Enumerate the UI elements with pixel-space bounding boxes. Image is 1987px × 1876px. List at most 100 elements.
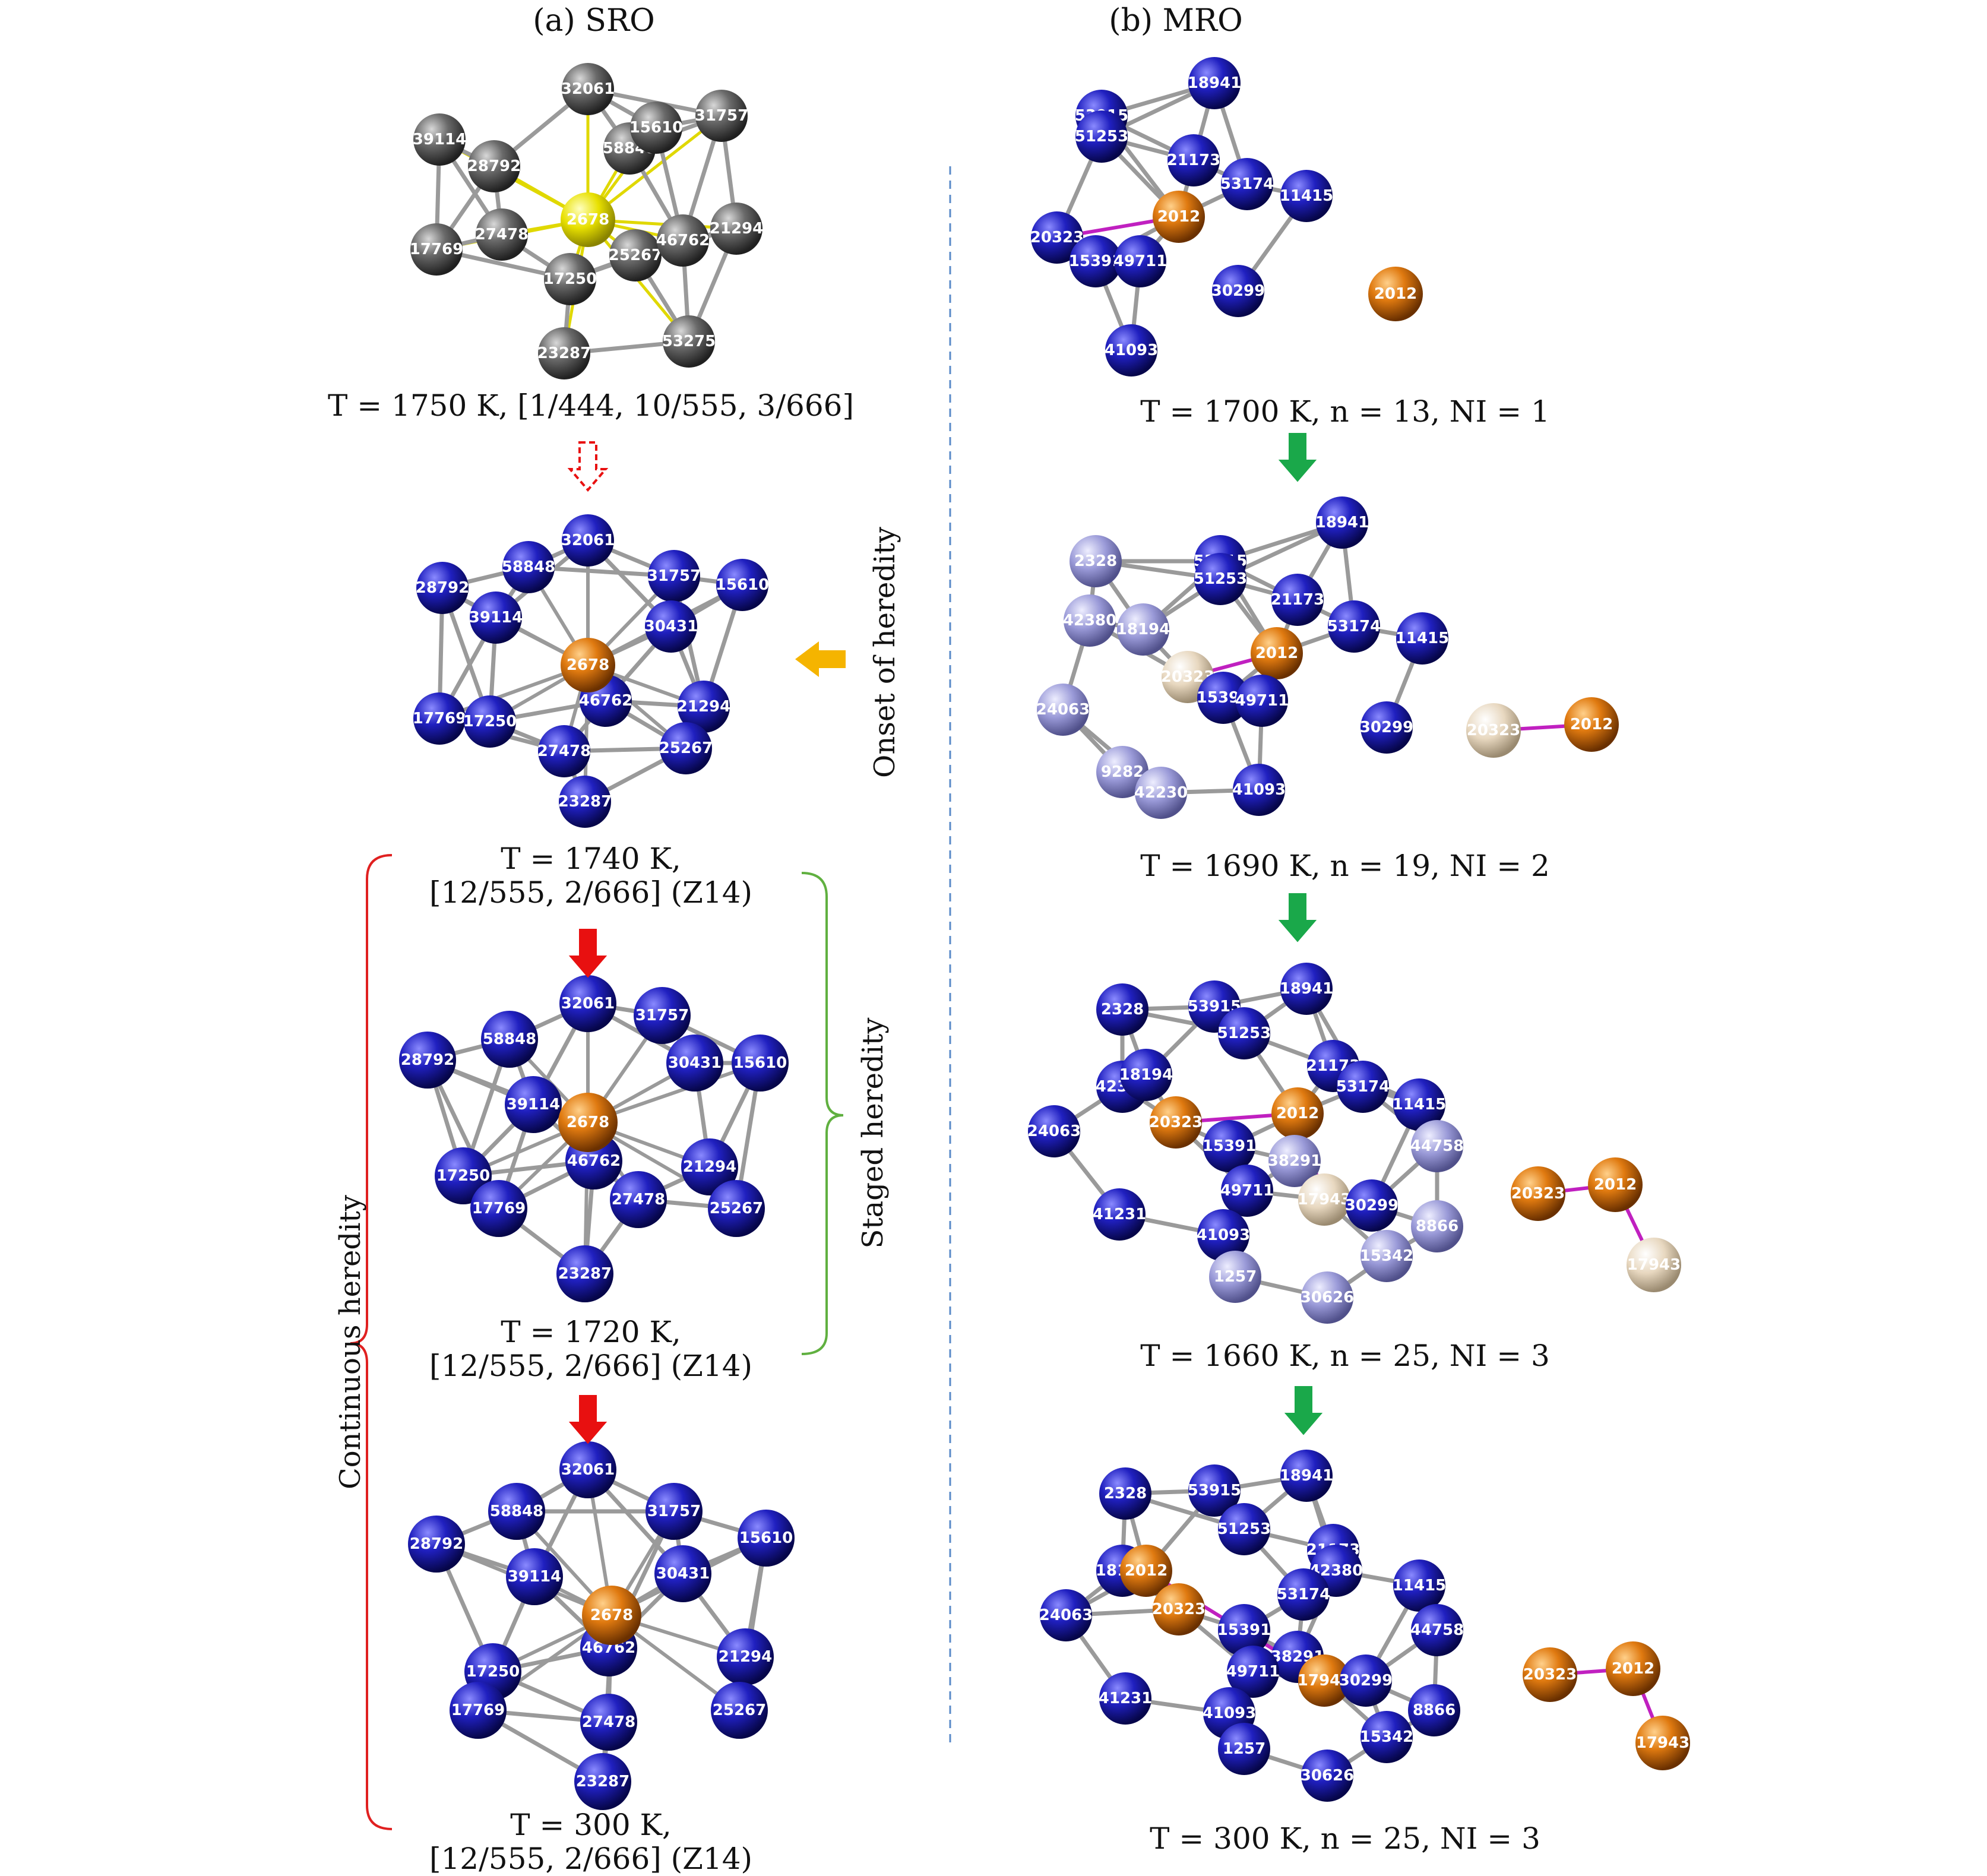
- orange-arrow-left: [795, 641, 846, 677]
- sro-atom-3-0: 32061: [559, 1441, 616, 1498]
- sro-atom-0-1: 39114: [413, 113, 466, 166]
- mro-atom-3-7: 2012: [1120, 1545, 1172, 1597]
- mro-atom-1-16: 42230: [1134, 767, 1188, 819]
- sro-atom-0-5: 31757: [695, 90, 748, 142]
- mro-atom-1-17: 41093: [1232, 764, 1286, 816]
- atom-label: 21294: [710, 220, 763, 238]
- continuous-heredity-label: Continuous heredity: [334, 1195, 367, 1489]
- atom-sphere: [1236, 675, 1288, 727]
- atom-label: 30299: [1211, 282, 1265, 300]
- sro-atom-1-1: 58848: [502, 541, 555, 593]
- mro-atom-0-0: 18941: [1188, 57, 1241, 109]
- atom-label: 2328: [1101, 1001, 1144, 1018]
- sro-atom-3-3: 28792: [408, 1516, 465, 1573]
- atom-label: 49711: [1220, 1182, 1274, 1200]
- atom-label: 32061: [561, 995, 615, 1013]
- atom-label: 2012: [1570, 716, 1613, 733]
- atom-label: 39114: [507, 1096, 560, 1113]
- atom-sphere: [1360, 1711, 1413, 1763]
- atom-sphere: [732, 1035, 789, 1092]
- mro-atom-0-2: 51253: [1075, 110, 1128, 163]
- sro-atom-1-10: 21294: [677, 681, 730, 733]
- sro-atom-1-2: 31757: [647, 550, 701, 602]
- atom-label: 27478: [537, 742, 591, 760]
- sro-atom-2-3: 28792: [399, 1032, 456, 1089]
- atom-label: 17943: [1298, 1191, 1351, 1209]
- mro-atom-2-7: 53174: [1336, 1061, 1390, 1113]
- mro-side-atom-1-1: 2012: [1564, 697, 1619, 752]
- mro-atom-1-9: 11415: [1396, 612, 1449, 665]
- atom-sphere: [1411, 1120, 1463, 1172]
- green-arrow-3: [1284, 1386, 1323, 1435]
- sro-atom-3-13: 23287: [574, 1753, 631, 1810]
- atom-label: 41093: [1203, 1704, 1256, 1722]
- atom-label: 2678: [590, 1606, 633, 1624]
- sro-atom-2-12: 25267: [708, 1180, 765, 1237]
- mro-side-atom-3-1: 2012: [1606, 1641, 1660, 1696]
- mro-atom-0-7: 20323: [1030, 211, 1084, 264]
- atom-sphere: [716, 559, 768, 611]
- atom-sphere: [561, 192, 615, 247]
- atom-sphere: [1360, 1230, 1413, 1282]
- sro-atom-2-2: 31757: [634, 987, 691, 1044]
- sro-atom-3-10: 17769: [450, 1682, 507, 1739]
- atom-sphere: [1150, 1096, 1202, 1149]
- caption-line: [12/555, 2/666] (Z14): [429, 875, 753, 910]
- atom-label: 25267: [659, 739, 713, 757]
- atom-label: 21294: [719, 1648, 772, 1666]
- atom-sphere: [1203, 1120, 1255, 1172]
- atom-sphere: [1197, 1209, 1249, 1261]
- staged-heredity-label: Staged heredity: [856, 1017, 890, 1249]
- atom-sphere: [1588, 1157, 1643, 1212]
- red-arrow-1: [568, 929, 608, 978]
- atom-sphere: [1209, 1251, 1261, 1303]
- atom-sphere: [717, 1628, 774, 1685]
- atom-label: 41093: [1197, 1226, 1250, 1244]
- atom-label: 27478: [612, 1191, 665, 1209]
- caption-line: T = 300 K,: [510, 1808, 672, 1842]
- panel-b-title: (b) MRO: [1109, 3, 1243, 39]
- atom-sphere: [1627, 1238, 1681, 1292]
- atom-sphere: [562, 514, 614, 567]
- sro-atom-3-9: 21294: [717, 1628, 774, 1685]
- mro-atom-3-21: 15342: [1360, 1711, 1413, 1763]
- atom-label: 20323: [1152, 1600, 1206, 1618]
- caption-line: [12/555, 2/666] (Z14): [429, 1349, 753, 1383]
- caption-line: T = 1740 K,: [501, 841, 681, 876]
- atom-sphere: [1188, 1464, 1241, 1517]
- atom-sphere: [1120, 1049, 1172, 1101]
- sro-atom-2-13: 23287: [556, 1245, 613, 1302]
- sro-atom-1-4: 28792: [416, 562, 469, 614]
- sro-atom-3-5: 39114: [506, 1548, 563, 1605]
- atom-sphere: [1411, 1200, 1463, 1252]
- atom-label: 23287: [537, 344, 591, 362]
- atom-label: 2012: [1276, 1105, 1319, 1122]
- mro-atom-0-10: 30299: [1211, 265, 1265, 317]
- sro-atom-1-5: 39114: [469, 591, 523, 644]
- atom-sphere: [416, 562, 469, 614]
- atom-label: 44758: [1410, 1137, 1464, 1155]
- atom-label: 49711: [1113, 252, 1167, 270]
- mro-atom-2-0: 2328: [1096, 983, 1148, 1036]
- mro-side-atom-2-0: 20323: [1511, 1166, 1565, 1221]
- mro-atom-2-17: 30299: [1345, 1179, 1399, 1232]
- atom-label: 51253: [1075, 128, 1128, 145]
- sro-atom-3-1: 58848: [488, 1483, 545, 1540]
- atom-label: 51253: [1194, 570, 1247, 588]
- atom-label: 53174: [1327, 618, 1381, 635]
- atom-sphere: [410, 223, 463, 276]
- atom-sphere: [580, 1694, 637, 1751]
- atom-label: 21294: [677, 698, 730, 716]
- mro-atom-2-21: 15342: [1360, 1230, 1413, 1282]
- mro-caption-2: T = 1690 K, n = 19, NI = 2: [1140, 849, 1550, 883]
- mro-atom-2-2: 18941: [1280, 963, 1333, 1015]
- mro-atom-1-8: 53174: [1327, 600, 1381, 653]
- atom-label: 20323: [1467, 722, 1520, 739]
- mro-atom-2-9: 11415: [1393, 1078, 1446, 1131]
- atom-sphere: [610, 1171, 667, 1228]
- sro-atom-0-2: 28792: [467, 140, 521, 192]
- atom-sphere: [481, 1011, 538, 1068]
- red-arrow-2: [568, 1395, 608, 1444]
- atom-sphere: [634, 987, 691, 1044]
- arrow-shape: [1278, 893, 1317, 942]
